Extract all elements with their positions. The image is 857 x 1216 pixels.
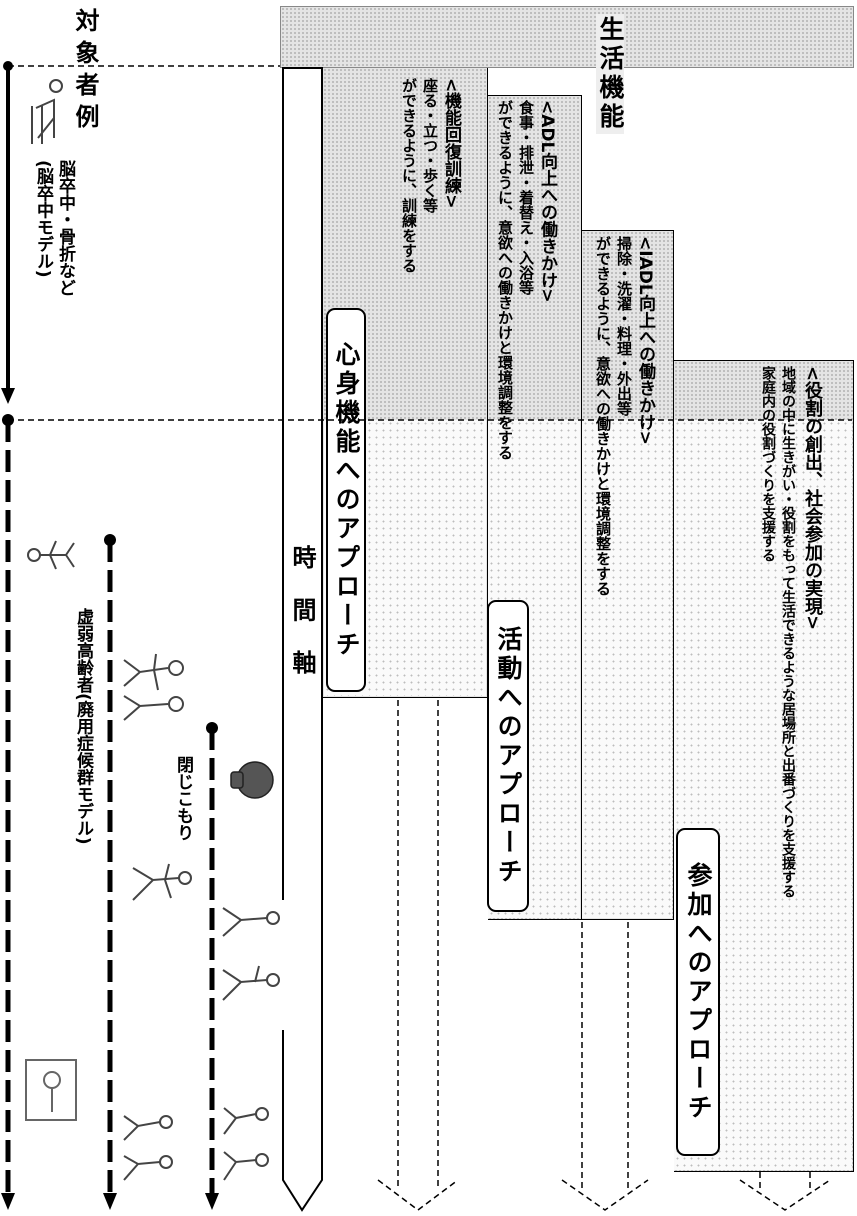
- stage-3-heading: <IADL向上への働きかけ>: [635, 236, 655, 445]
- person-illustration-5: [215, 900, 285, 1030]
- stage-4-text: <役割の創出、社会参加の実現> 地域の中に生きがい・役割をもって生活できるような…: [758, 366, 826, 1156]
- time-axis-label: 時 間 軸: [288, 545, 316, 684]
- person-illustration-7: [118, 1110, 178, 1190]
- person-illustration-1: [26, 535, 76, 625]
- stage-1-text: <機能回復訓練> 座る・立つ・歩く等 ができるように、訓練をする: [398, 78, 461, 338]
- stage-1-line-2: ができるように、訓練をする: [400, 78, 418, 273]
- stage-2-text: <ADL向上への働きかけ> 食事・排泄・着替え・入浴等 ができるように、意欲への…: [494, 100, 557, 600]
- stage-3-line-2: ができるように、意欲への働きかけと環境調整をする: [594, 236, 612, 596]
- stage-1-heading: <機能回復訓練>: [441, 78, 461, 209]
- life-function-label: 生活機能: [596, 14, 625, 134]
- subjects-header: 対象者例: [71, 8, 99, 136]
- approach-box-participation: 参加へのアプローチ: [676, 828, 720, 1156]
- person-illustration-3: [225, 750, 275, 810]
- subject-3-label: 閉じこもり: [173, 756, 193, 841]
- stage-4-line-1: 地域の中に生きがい・役割をもって生活できるような居場所と出番づくりを支援する: [780, 366, 796, 898]
- person-illustration-4: [125, 860, 195, 920]
- stage-3-text: <IADL向上への働きかけ> 掃除・洗濯・料理・外出等 ができるように、意欲への…: [592, 236, 655, 736]
- person-illustration-6: [22, 1050, 82, 1130]
- subject-2-label: 虚弱高齢者(廃用症候群モデル): [73, 608, 93, 845]
- subject-1-main: 脳卒中・骨折など: [55, 160, 75, 296]
- approach-box-activity: 活動へのアプローチ: [487, 600, 529, 912]
- stage-1-line-1: 座る・立つ・歩く等: [421, 78, 439, 213]
- subject-1-sub: (脳卒中モデル): [33, 160, 53, 278]
- stage-4-heading: <役割の創出、社会参加の実現>: [802, 366, 823, 631]
- approach-box-body-function: 心身機能へのアプローチ: [326, 308, 366, 692]
- person-illustration-2: [120, 650, 190, 730]
- stage-4-line-2: 家庭内の役割づくりを支援する: [760, 366, 776, 562]
- life-function-header: [280, 6, 854, 68]
- subject-1-label: 脳卒中・骨折など (脳卒中モデル): [32, 160, 76, 296]
- person-illustration-walker: [28, 78, 68, 148]
- person-illustration-8: [218, 1100, 274, 1190]
- stage-3-line-1: 掃除・洗濯・料理・外出等: [615, 236, 633, 416]
- stage-2-line-1: 食事・排泄・着替え・入浴等: [517, 100, 535, 295]
- stage-2-line-2: ができるように、意欲への働きかけと環境調整をする: [496, 100, 514, 460]
- stage-2-heading: <ADL向上への働きかけ>: [537, 100, 557, 303]
